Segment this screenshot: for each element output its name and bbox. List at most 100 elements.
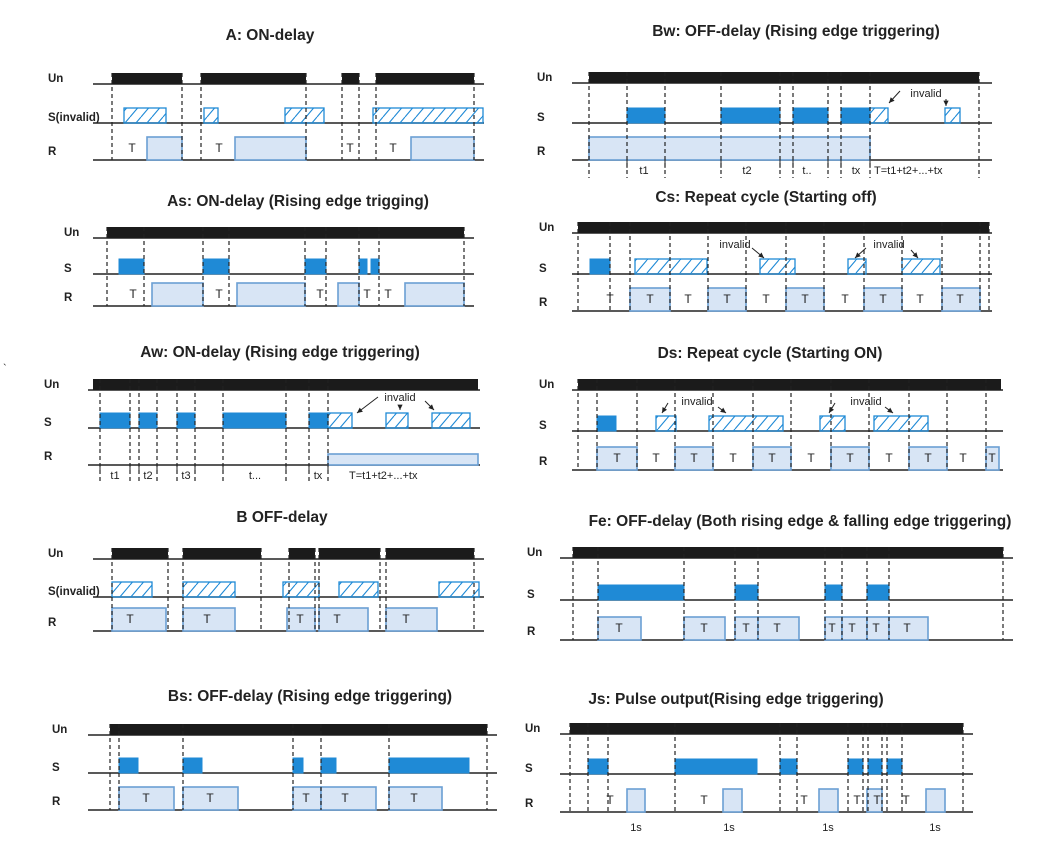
interval-label-T: T: [129, 287, 137, 301]
interval-label-T: T: [924, 451, 932, 465]
trigger-pulse: [292, 757, 304, 774]
trigger-pulse: [202, 258, 230, 275]
interval-label-T: T: [690, 451, 698, 465]
row-label-r: R: [527, 626, 536, 638]
row-label-r: R: [525, 798, 534, 810]
arrow-head: [397, 404, 403, 410]
supply-on-bar: [112, 73, 182, 84]
row-label-un: Un: [525, 723, 540, 735]
interval-label-T: T: [684, 292, 692, 306]
trigger-pulse: [597, 584, 685, 601]
row-label-s: S: [44, 417, 52, 429]
trigger-pulse: [626, 107, 666, 124]
relay-on-interval: [337, 282, 360, 307]
duration-formula: T=t1+t2+...+tx: [874, 165, 943, 177]
duration-formula: T=t1+t2+...+tx: [349, 470, 418, 482]
interval-label-T: T: [801, 292, 809, 306]
panel-title: Bw: OFF-delay (Rising edge triggering): [652, 23, 940, 40]
interval-label-T: T: [742, 621, 750, 635]
row-label-un: Un: [52, 724, 67, 736]
panel-title: Fe: OFF-delay (Both rising edge & fallin…: [589, 513, 1012, 530]
duration-label: t1: [639, 165, 648, 177]
interval-label-T: T: [128, 141, 136, 155]
trigger-pulse: [308, 412, 329, 429]
interval-label-T: T: [773, 621, 781, 635]
trigger-pulse: [866, 584, 890, 601]
invalid-trigger-pulse: [338, 581, 379, 598]
supply-on-bar: [107, 227, 464, 238]
interval-label-T: T: [126, 612, 134, 626]
trigger-pulse: [847, 758, 864, 775]
interval-label-T: T: [828, 621, 836, 635]
row-label-r: R: [537, 146, 546, 158]
supply-on-bar: [112, 548, 168, 559]
interval-label-T: T: [215, 141, 223, 155]
invalid-trigger-pulse: [111, 581, 153, 598]
interval-label-T: T: [363, 287, 371, 301]
interval-label-T: T: [841, 292, 849, 306]
interval-label-T: T: [872, 621, 880, 635]
relay-on-interval: [925, 788, 946, 813]
relay-on-interval: [722, 788, 743, 813]
interval-label-T: T: [873, 793, 881, 807]
invalid-trigger-pulse: [634, 258, 708, 275]
relay-on-interval: [327, 453, 479, 466]
arrow-head: [720, 407, 726, 413]
trigger-pulse: [99, 412, 131, 429]
row-label-un: Un: [48, 548, 63, 560]
interval-label-T: T: [613, 451, 621, 465]
relay-on-interval: [683, 616, 726, 641]
arrow-head: [357, 407, 363, 413]
panel-title: Ds: Repeat cycle (Starting ON): [658, 345, 883, 362]
trigger-pulse: [674, 758, 758, 775]
arrow-head: [889, 97, 895, 103]
interval-label-T: T: [296, 612, 304, 626]
trigger-pulse: [370, 258, 380, 275]
trigger-pulse: [176, 412, 196, 429]
relay-on-interval: [410, 136, 475, 161]
interval-label-T: T: [800, 793, 808, 807]
panel-aw: Aw: ON-delay (Rising edge triggering)UnS…: [44, 344, 480, 483]
interval-label-T: T: [853, 793, 861, 807]
interval-label-T: T: [956, 292, 964, 306]
interval-label-T: T: [316, 287, 324, 301]
invalid-trigger-pulse: [182, 581, 236, 598]
interval-label-T: T: [916, 292, 924, 306]
trigger-pulse: [358, 258, 368, 275]
interval-label-T: T: [606, 292, 614, 306]
interval-label-T: T: [302, 791, 310, 805]
invalid-trigger-pulse: [819, 415, 846, 432]
interval-label-T: T: [807, 451, 815, 465]
stray-mark: `: [3, 363, 7, 375]
interval-label-T: T: [762, 292, 770, 306]
row-label-r: R: [539, 456, 548, 468]
duration-label: t..: [802, 165, 811, 177]
interval-label-T: T: [333, 612, 341, 626]
panel-title: A: ON-delay: [226, 27, 315, 44]
panel-title: Bs: OFF-delay (Rising edge triggering): [168, 688, 452, 705]
supply-on-bar: [578, 379, 1001, 390]
trigger-pulse: [138, 412, 158, 429]
row-label-un: Un: [44, 379, 59, 391]
supply-on-bar: [573, 547, 1003, 558]
trigger-pulse: [118, 757, 139, 774]
supply-on-bar: [589, 72, 979, 83]
row-label-un: Un: [64, 227, 79, 239]
panel-bw: Bw: OFF-delay (Rising edge triggering)Un…: [537, 23, 992, 178]
row-label-un: Un: [539, 379, 554, 391]
pulse-duration-label: 1s: [822, 822, 834, 834]
interval-label-T: T: [206, 791, 214, 805]
duration-label: t...: [249, 470, 261, 482]
trigger-pulse: [840, 107, 871, 124]
pulse-duration-label: 1s: [723, 822, 735, 834]
duration-label: t2: [742, 165, 751, 177]
row-label-s: S(invalid): [48, 586, 100, 598]
duration-label: tx: [314, 470, 323, 482]
row-label-un: Un: [48, 73, 63, 85]
interval-label-T: T: [402, 612, 410, 626]
supply-on-bar: [319, 548, 380, 559]
interval-label-T: T: [606, 793, 614, 807]
